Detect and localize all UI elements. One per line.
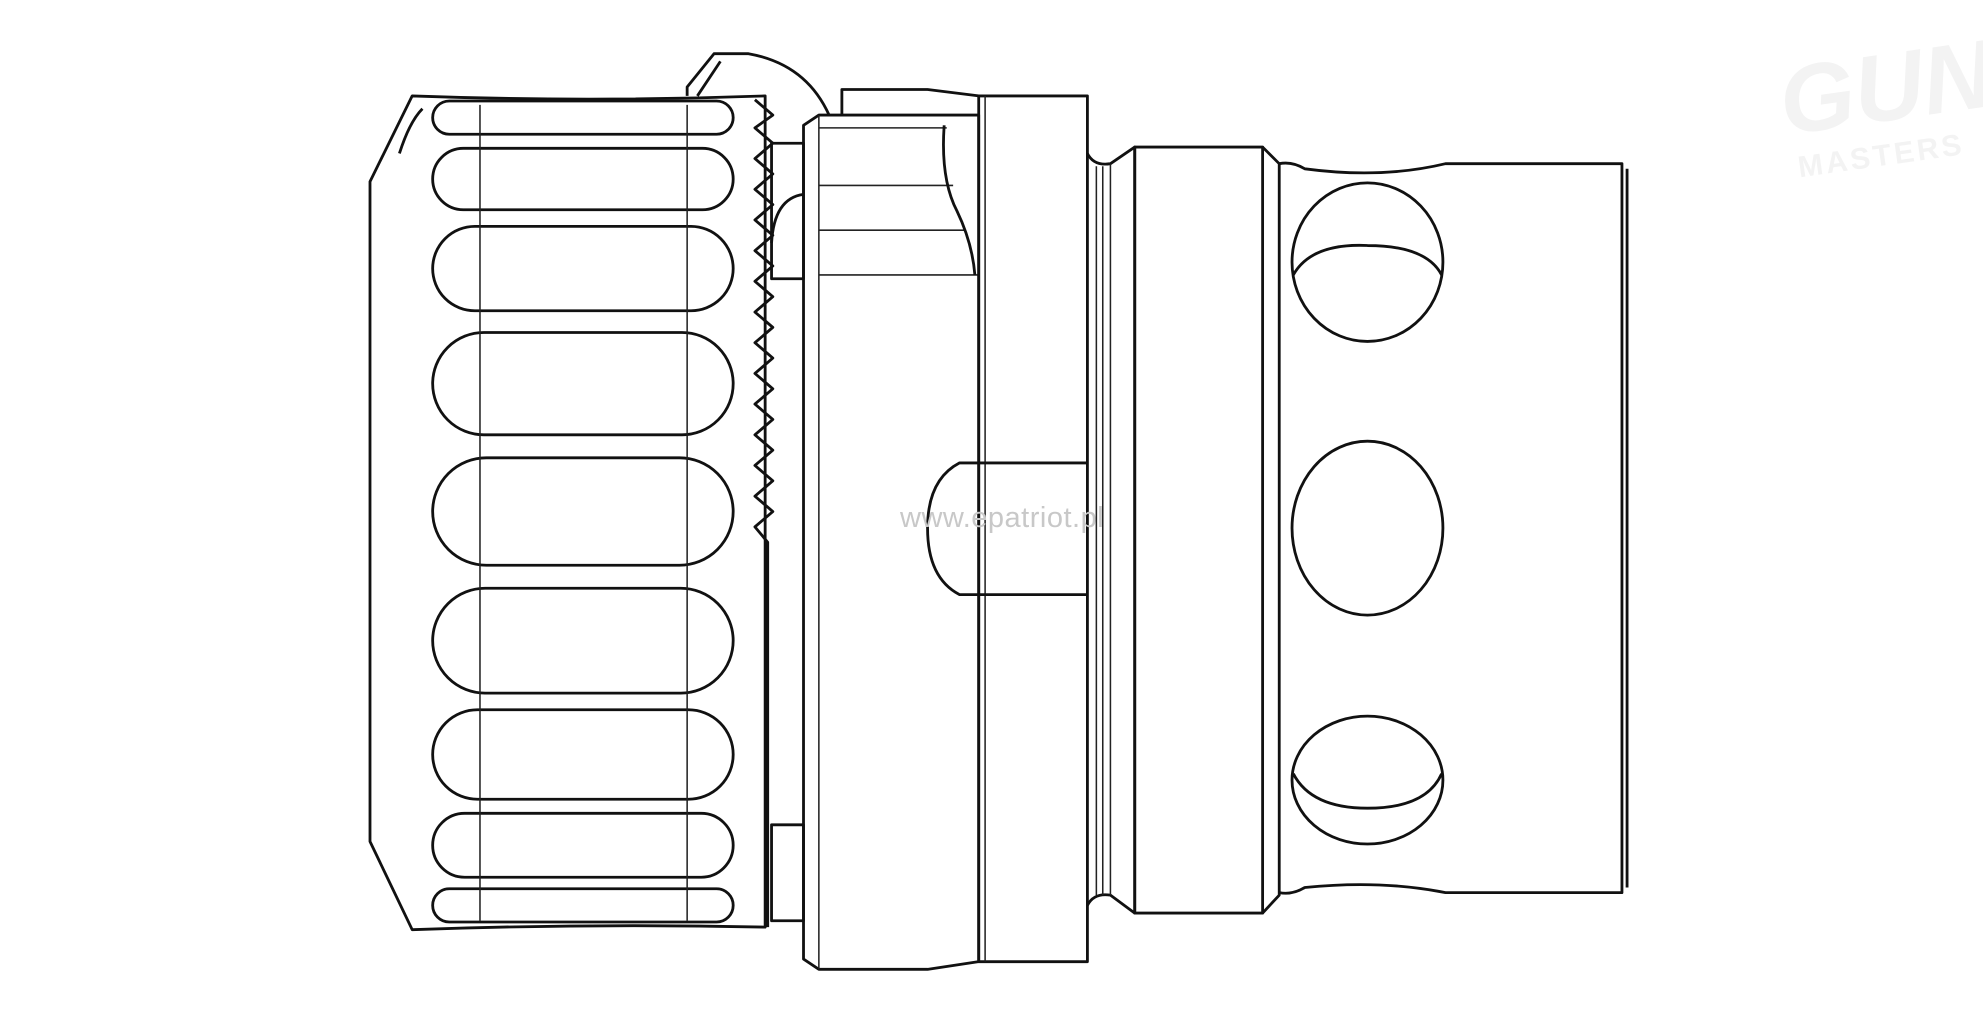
collar: [926, 94, 1089, 964]
vent-port-bottom: [1290, 714, 1445, 846]
vent-port-top: [1290, 181, 1445, 343]
ring: [1133, 145, 1281, 915]
vent-port-middle: [1290, 439, 1445, 617]
main-body: [802, 88, 981, 971]
knurled-lock-nut: [368, 52, 831, 932]
ported-sleeve: [1278, 161, 1629, 895]
knurl-slots: [431, 99, 735, 924]
watermark-text: www.epatriot.pl: [900, 502, 1105, 534]
locking-washer: [770, 141, 805, 923]
